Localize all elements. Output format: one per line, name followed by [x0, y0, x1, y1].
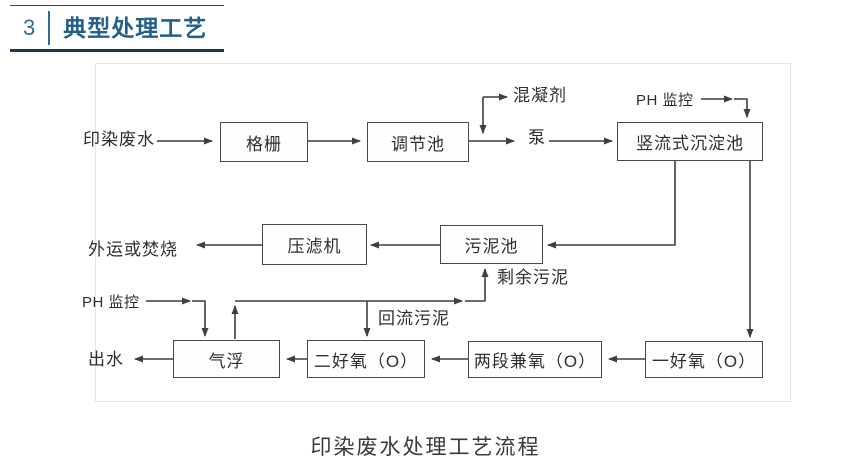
label-ph-monitor-top: PH 监控 [636, 92, 694, 109]
node-grid-screen: 格栅 [220, 122, 308, 162]
section-number: 3 [23, 15, 36, 40]
node-sludge-tank: 污泥池 [440, 225, 543, 264]
node-regulating-tank: 调节池 [367, 122, 469, 162]
section-header: 3 典型处理工艺 [10, 5, 224, 52]
label-effluent: 出水 [88, 350, 124, 369]
node-two-stage-facultative: 两段兼氧（O） [468, 341, 602, 378]
node-filter-press: 压滤机 [262, 224, 367, 265]
label-coagulant: 混凝剂 [513, 86, 567, 105]
node-second-aerobic: 二好氧（O） [307, 340, 425, 378]
label-dyeing-wastewater: 印染废水 [83, 130, 155, 149]
label-transport-or-incineration: 外运或焚烧 [88, 240, 178, 259]
node-first-aerobic: 一好氧（O） [645, 341, 763, 378]
label-pump: 泵 [528, 128, 546, 147]
label-return-sludge: 回流污泥 [378, 309, 450, 328]
header-divider [48, 11, 51, 45]
figure-caption: 印染废水处理工艺流程 [310, 436, 541, 459]
label-excess-sludge: 剩余污泥 [497, 268, 569, 287]
node-air-flotation: 气浮 [173, 340, 280, 378]
section-title: 典型处理工艺 [63, 15, 208, 41]
label-ph-monitor-left: PH 监控 [82, 294, 140, 311]
node-vertical-sedimentation-tank: 竖流式沉淀池 [617, 122, 763, 161]
